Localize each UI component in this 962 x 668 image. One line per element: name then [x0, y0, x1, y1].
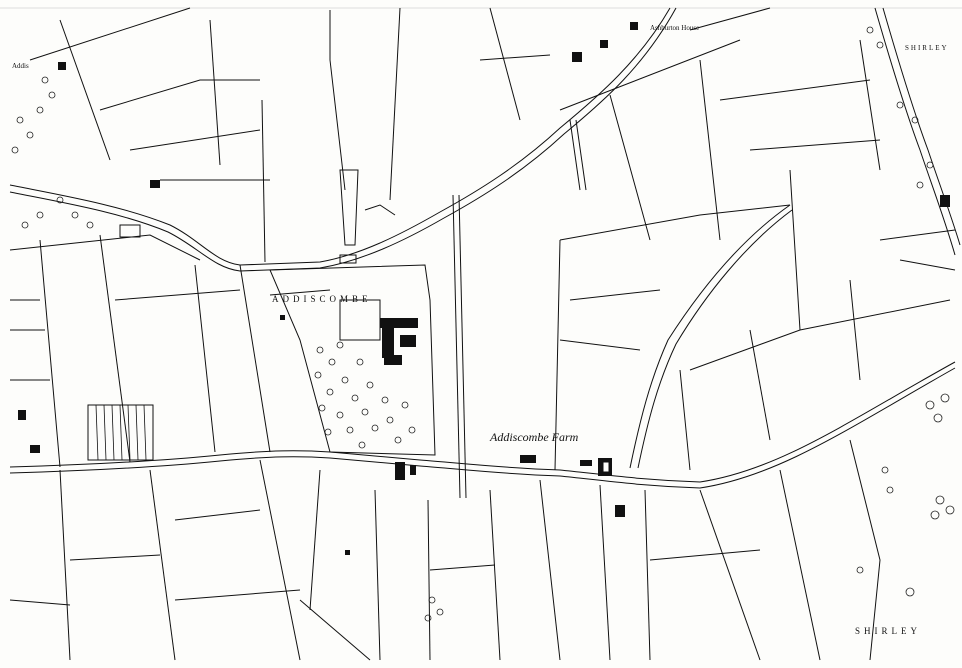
label-addiscombe: ADDISCOMBE [272, 294, 372, 304]
label-addiscombe-farm: Addiscombe Farm [490, 430, 579, 444]
label-shirley: SHIRLEY [855, 626, 921, 636]
label-top-center: Ashburton House [650, 24, 700, 32]
woodland-estate [314, 341, 416, 449]
label-top-left: Addis [12, 62, 29, 70]
label-top-right: SHIRLEY [905, 44, 949, 52]
